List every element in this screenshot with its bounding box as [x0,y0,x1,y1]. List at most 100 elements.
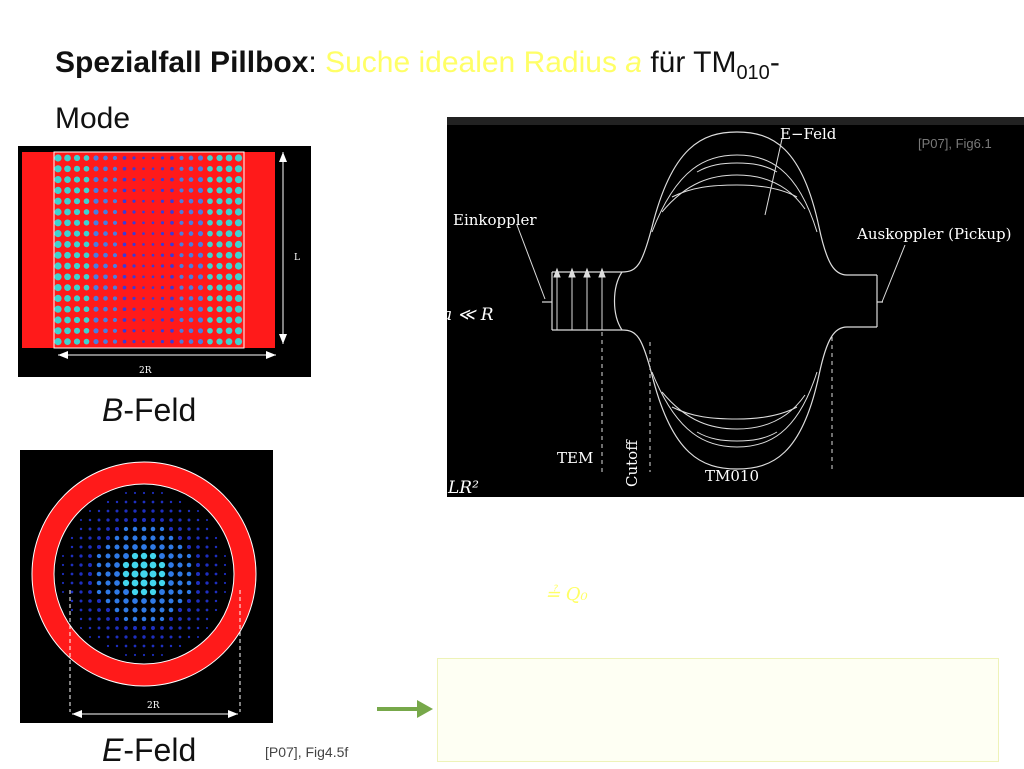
bfield-dot [160,242,165,246]
efield-dot [124,635,128,639]
bfield-dot [54,327,62,335]
bfield-dot [54,176,62,184]
efield-dot [88,590,92,594]
efield-dot [196,572,200,576]
bfield-dot [179,307,184,312]
efield-dot [177,562,183,568]
bfield-label-rest: -Feld [123,392,197,428]
efield-dot [79,554,83,558]
bfield-dot [216,241,223,248]
efield-dot [122,561,130,569]
title-bold: Spezialfall Pillbox [55,46,309,79]
efield-dot [177,580,183,586]
label-cutoff: Cutoff [623,439,641,487]
efield-dot [159,535,165,541]
bfield-dot [103,231,108,236]
efield-dot [150,526,156,532]
bfield-dot [103,155,108,161]
efield-dot [214,554,218,558]
efield-dot [97,536,101,540]
bfield-dot [151,221,155,225]
efield-dot [123,616,129,622]
bfield-dot [54,186,62,194]
efield-dot [142,635,146,639]
bfield-dot [234,284,243,292]
formula-q0: ≟ Q₀ [545,584,588,605]
efield-dot [124,626,128,630]
bfield-dot [216,284,223,291]
bfield-dot [160,307,165,311]
efield-dot [106,644,110,648]
efield-dot [214,572,218,576]
bfield-dot [83,176,90,183]
efield-dot [178,617,182,621]
efield-label-rest: -Feld [123,732,197,768]
efield-dot [168,544,174,550]
bfield-dot [93,187,99,193]
efield-dot [205,590,209,594]
bfield-dot [122,220,127,225]
bfield-dot [73,208,81,216]
efield-dot [88,527,92,531]
bfield-dot [112,166,118,171]
efield-dot [142,644,146,648]
bfield-dot [142,275,145,279]
bfield-dot [132,199,136,203]
efield-dot [187,626,191,630]
title-post: für TM [641,46,737,79]
bfield-dot [207,284,213,291]
bfield-dot [225,262,233,270]
bfield-dot [142,286,145,289]
bfield-dot [160,329,165,333]
bfield-dot [93,177,99,183]
green-arrow-svg [377,700,433,718]
efield-dot [124,509,128,513]
bfield-dot [225,305,233,313]
efield-line-top-2 [661,174,806,213]
efield-dot [70,590,74,594]
efield-dot [141,535,147,541]
bfield-dot [122,231,127,236]
efield-line-bottom-4 [696,431,778,442]
efield-dot [186,580,192,586]
efield-dot [79,518,83,522]
bfield-dot [64,230,71,237]
efield-dot [131,561,139,569]
efield-dot [160,644,164,648]
efield-dot [114,544,120,550]
title-highlight: Suche idealen Radius a [325,46,642,79]
bfield-dot [64,219,71,227]
bfield-dot [207,306,213,313]
bfield-dot [207,165,213,172]
efield-dot [105,553,111,559]
bfield-dot [170,318,174,322]
efield-dot [70,581,74,585]
efield-dot [160,518,164,522]
efield-dot [159,589,165,595]
bfield-dot [207,263,213,269]
efield-dim-arrow-right [228,710,238,718]
efield-dot [88,509,92,513]
label-tem: TEM [557,449,593,467]
bfield-dot [54,284,62,292]
bfield-dot [132,329,136,333]
efield-dot [169,644,173,648]
bfield-dot [54,294,62,302]
bfield-dot [112,339,118,344]
efield-dot [70,536,74,540]
bfield-dot [151,297,155,300]
bfield-dot [179,155,184,161]
bfield-dot [142,156,145,160]
arrow-head [417,700,433,718]
efield-dot [142,518,146,522]
efield-dot [105,598,111,604]
efield-dot [88,572,92,576]
bfield-dot [73,252,81,259]
efield-dot [106,617,110,621]
efield-dot [187,536,191,540]
efield-dot [114,616,120,622]
bfield-dot [83,327,90,334]
bfield-dot [197,317,204,323]
bfield-dot [83,295,90,302]
bfield-dot [225,230,233,237]
